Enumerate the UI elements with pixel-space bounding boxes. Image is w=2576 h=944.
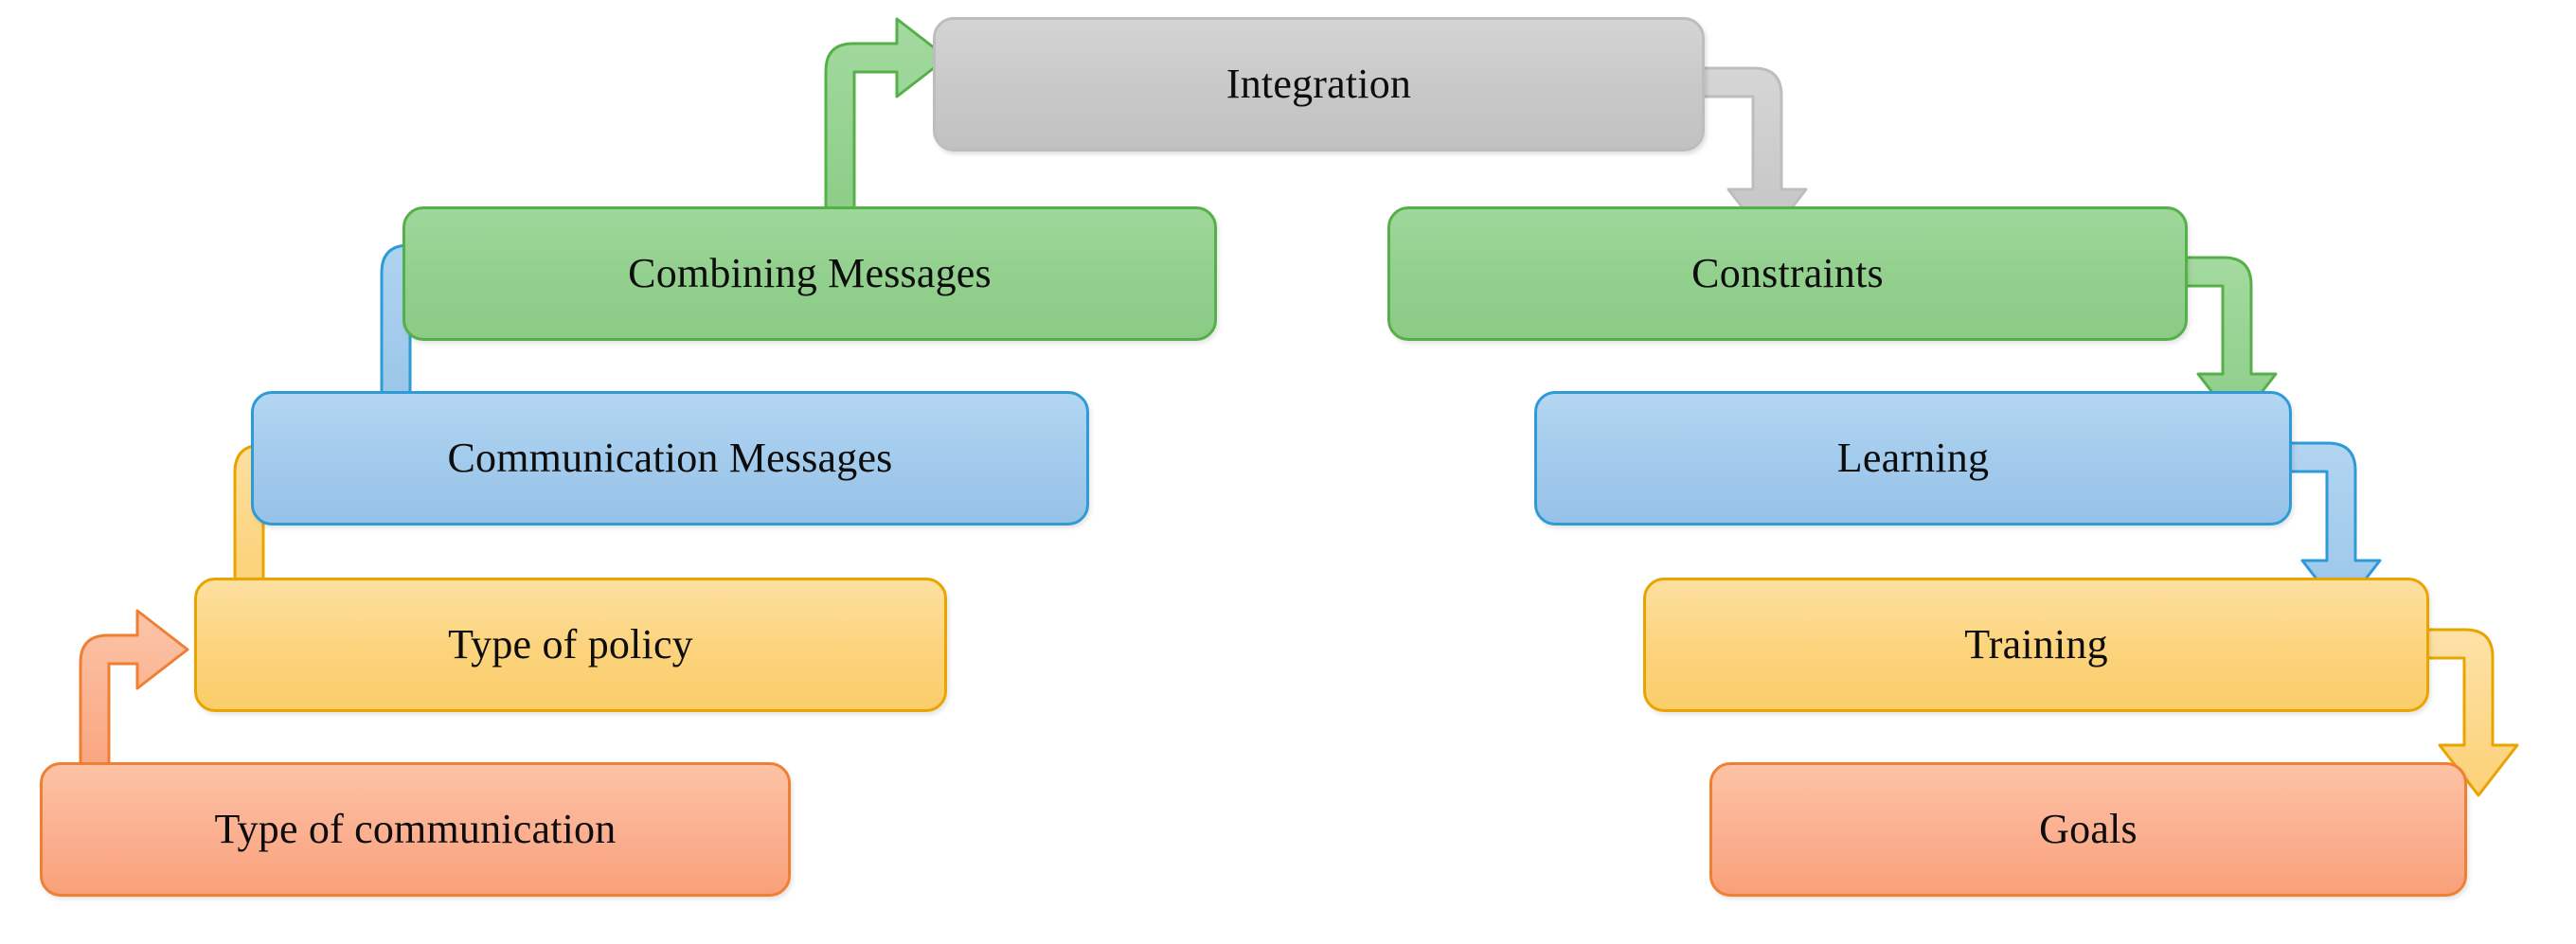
- arrow-type-of-communication-to-type-of-policy: [79, 609, 189, 774]
- node-communication-messages[interactable]: Communication Messages: [251, 391, 1089, 525]
- node-label-constraints: Constraints: [1691, 249, 1884, 296]
- node-type-of-policy[interactable]: Type of policy: [194, 578, 947, 712]
- node-label-integration: Integration: [1225, 60, 1412, 107]
- node-training[interactable]: Training: [1643, 578, 2429, 712]
- node-label-type-of-communication: Type of communication: [214, 805, 617, 852]
- node-type-of-communication[interactable]: Type of communication: [40, 762, 791, 897]
- node-label-goals: Goals: [2039, 805, 2138, 852]
- node-integration[interactable]: Integration: [933, 17, 1705, 151]
- node-label-training: Training: [1964, 620, 2108, 668]
- node-combining-messages[interactable]: Combining Messages: [402, 206, 1217, 341]
- node-label-type-of-policy: Type of policy: [448, 620, 693, 668]
- node-goals[interactable]: Goals: [1709, 762, 2467, 897]
- node-label-communication-messages: Communication Messages: [447, 434, 893, 481]
- arrow-combining-to-integration: [824, 17, 949, 218]
- node-learning[interactable]: Learning: [1534, 391, 2292, 525]
- node-constraints[interactable]: Constraints: [1387, 206, 2188, 341]
- node-label-combining-messages: Combining Messages: [628, 249, 992, 296]
- node-label-learning: Learning: [1836, 434, 1990, 481]
